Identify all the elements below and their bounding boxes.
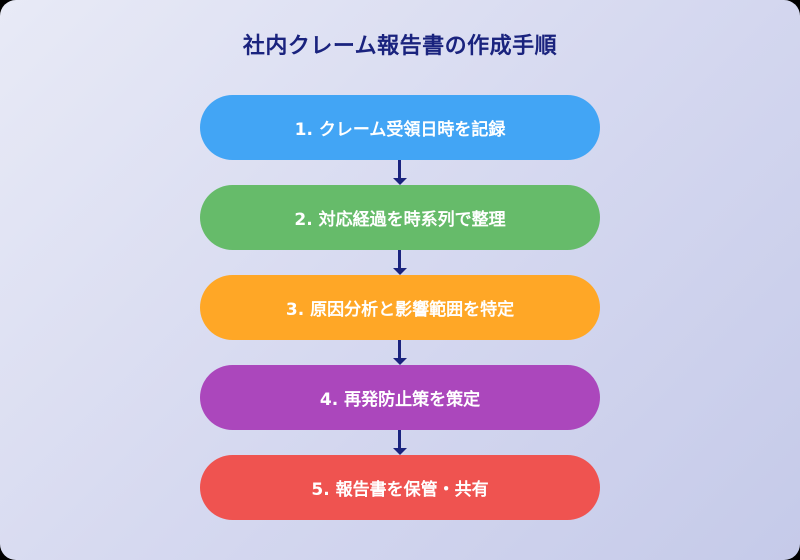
step-3-root-cause-analysis: 3. 原因分析と影響範囲を特定: [200, 275, 600, 340]
step-5-store-and-share: 5. 報告書を保管・共有: [200, 455, 600, 520]
arrow-down-icon: [393, 340, 407, 365]
arrow-down-icon: [393, 430, 407, 455]
step-1-record-receipt-time: 1. クレーム受領日時を記録: [200, 95, 600, 160]
arrow-down-icon: [393, 250, 407, 275]
step-2-organize-timeline: 2. 対応経過を時系列で整理: [200, 185, 600, 250]
step-4-prevention-plan: 4. 再発防止策を策定: [200, 365, 600, 430]
arrow-down-icon: [393, 160, 407, 185]
diagram-title: 社内クレーム報告書の作成手順: [242, 34, 558, 59]
